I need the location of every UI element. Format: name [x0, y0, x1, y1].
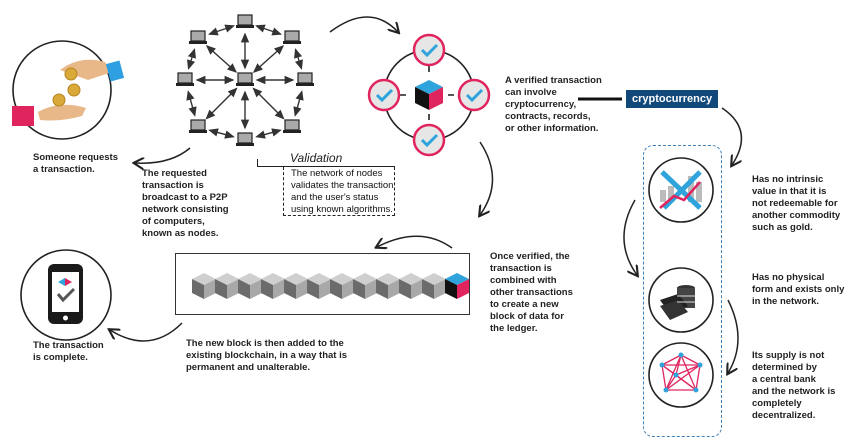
checkmark-node-icon: [412, 123, 446, 157]
computer-node-icon: [236, 132, 254, 146]
arrow-chain-to-complete: [110, 322, 183, 342]
block-cube: [399, 273, 423, 299]
computer-node-icon: [189, 119, 207, 133]
block-cube: [376, 273, 400, 299]
arrow-validation-to-chain: [480, 141, 494, 215]
p2p-network-icon: [176, 14, 314, 146]
property-no-physical-form: Has no physical form and exists only in …: [752, 272, 845, 307]
request-icon: [12, 40, 125, 140]
block-cube: [238, 273, 262, 299]
checkmark-node-icon: [367, 78, 401, 112]
checkmark-node-icon: [412, 33, 446, 67]
block-cube: [284, 273, 308, 299]
step-verified-text: A verified transaction can involve crypt…: [505, 75, 602, 134]
crossed-chart-icon: [648, 157, 714, 223]
block-cube: [307, 273, 331, 299]
step-complete-text: The transaction is complete.: [33, 340, 104, 363]
coin-stack-icon: [648, 267, 714, 333]
validation-box: [283, 167, 395, 216]
step-request-text: Someone requests a transaction.: [33, 152, 118, 175]
validation-bracket-tick: [257, 159, 258, 167]
arrow-into-chain: [377, 235, 453, 248]
computer-node-icon: [283, 119, 301, 133]
arrow-request-to-network: [135, 147, 191, 163]
step-broadcast-text: The requested transaction is broadcast t…: [142, 168, 229, 239]
arrow-network-to-validation: [329, 16, 398, 32]
block-cube: [330, 273, 354, 299]
computer-node-icon: [296, 72, 314, 86]
chain-frame: [175, 253, 470, 315]
cryptocurrency-label: cryptocurrency: [626, 90, 719, 108]
phone-complete-icon: [20, 249, 112, 341]
property-decentralized: Its supply is not determined by a centra…: [752, 350, 836, 421]
block-cube: [353, 273, 377, 299]
block-cube: [422, 273, 446, 299]
step-added-text: The new block is then added to the exist…: [186, 338, 348, 373]
computer-node-icon: [176, 72, 194, 86]
step-validation-text: The network of nodes validates the trans…: [291, 168, 394, 215]
computer-node-icon: [236, 14, 254, 28]
step-combined-text: Once verified, the transaction is combin…: [490, 251, 573, 334]
validation-bracket: [257, 166, 395, 167]
computer-node-icon: [189, 30, 207, 44]
validation-title: Validation: [290, 151, 343, 165]
block-cube: [215, 273, 239, 299]
new-block-cube: [445, 273, 469, 299]
blockchain-icon: [192, 273, 469, 299]
block-cube: [192, 273, 216, 299]
cryptocurrency-properties-box: [643, 145, 722, 437]
computer-node-icon: [283, 30, 301, 44]
checkmark-node-icon: [457, 78, 491, 112]
decentralized-network-icon: [648, 342, 714, 408]
validation-nodes-icon: [367, 33, 491, 157]
computer-node-icon: [236, 72, 254, 86]
property-no-intrinsic-value: Has no intrinsic value in that it is not…: [752, 174, 841, 233]
block-cube: [261, 273, 285, 299]
